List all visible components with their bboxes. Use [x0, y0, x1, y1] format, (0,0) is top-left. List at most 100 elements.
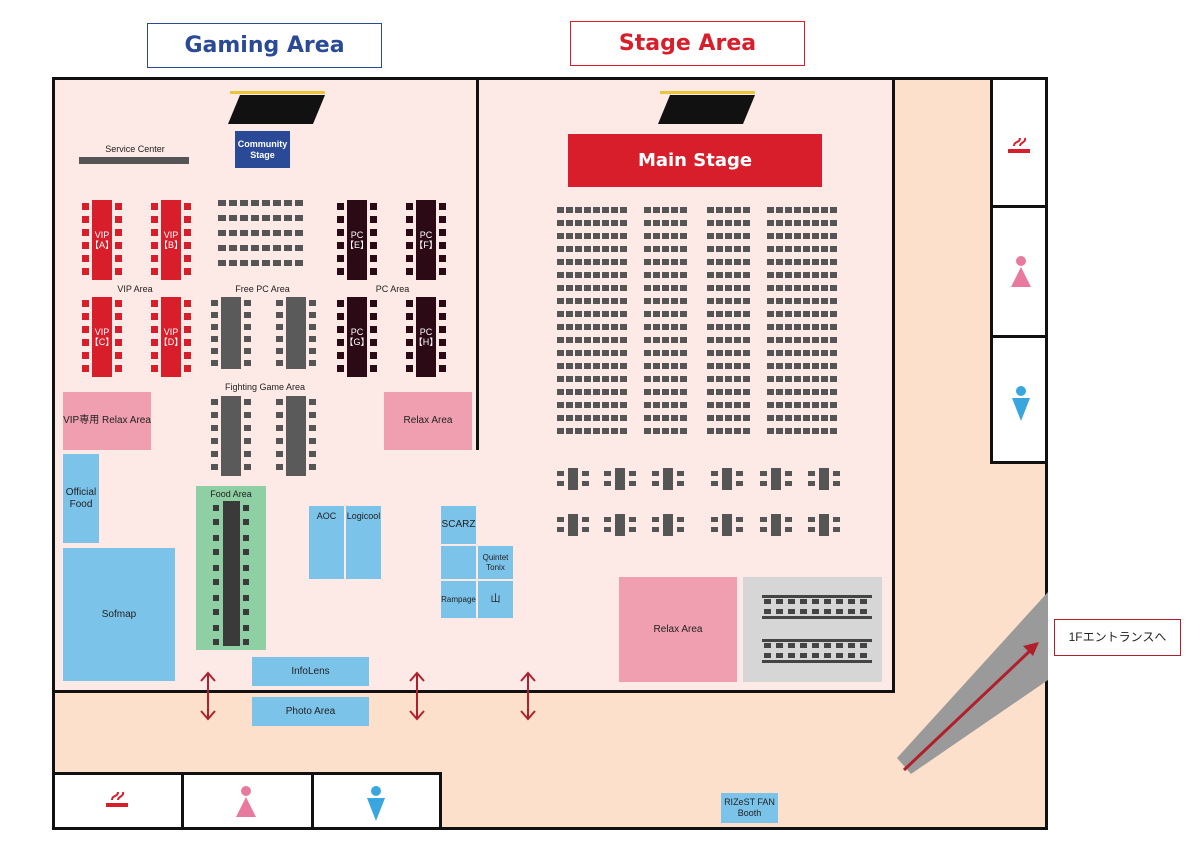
seating-block	[743, 577, 882, 682]
audience-seat	[662, 259, 669, 265]
audience-seat	[785, 233, 792, 239]
audience-seat	[644, 259, 651, 265]
seat	[800, 653, 807, 658]
seat	[406, 268, 413, 275]
audience-seat	[803, 246, 810, 252]
aoc-booth	[309, 506, 344, 579]
audience-seat	[830, 298, 837, 304]
seat	[764, 609, 771, 614]
audience-seat	[680, 220, 687, 226]
audience-seat	[662, 298, 669, 304]
women-restroom-icon	[1010, 255, 1032, 289]
audience-seat	[734, 402, 741, 408]
audience-seat	[602, 402, 609, 408]
audience-seat	[671, 233, 678, 239]
audience-seat	[653, 246, 660, 252]
audience-seat	[716, 324, 723, 330]
seat	[406, 365, 413, 372]
audience-seat	[743, 428, 750, 434]
seat	[151, 229, 158, 236]
audience-seat	[620, 246, 627, 252]
audience-seat	[794, 337, 801, 343]
seat	[276, 399, 283, 405]
audience-seat	[575, 207, 582, 213]
seat	[115, 255, 122, 262]
audience-seat	[620, 220, 627, 226]
audience-seat	[812, 285, 819, 291]
food-table	[223, 501, 240, 646]
seat	[337, 352, 344, 359]
seat	[211, 412, 218, 418]
audience-seat	[725, 259, 732, 265]
audience-seat	[803, 350, 810, 356]
audience-seat	[707, 428, 714, 434]
audience-seat	[794, 324, 801, 330]
audience-seat	[575, 272, 582, 278]
audience-seat	[821, 376, 828, 382]
seat	[184, 365, 191, 372]
seat	[439, 313, 446, 320]
audience-seat	[662, 428, 669, 434]
audience-seat	[593, 207, 600, 213]
seat	[370, 216, 377, 223]
food-area-label: Food Area	[210, 489, 252, 499]
audience-seat	[812, 428, 819, 434]
audience-seat	[734, 259, 741, 265]
audience-seat	[803, 363, 810, 369]
seat	[800, 609, 807, 614]
audience-seat	[611, 337, 618, 343]
audience-seat	[725, 415, 732, 421]
audience-seat	[794, 298, 801, 304]
audience-seat	[812, 246, 819, 252]
seat	[337, 365, 344, 372]
audience-seat	[584, 272, 591, 278]
audience-seat	[803, 285, 810, 291]
audience-seat	[767, 285, 774, 291]
audience-seat	[716, 402, 723, 408]
seat	[82, 365, 89, 372]
seat	[244, 360, 251, 366]
seat	[309, 348, 316, 354]
seat	[184, 242, 191, 249]
seat	[276, 324, 283, 330]
logicool-booth	[346, 506, 381, 579]
chair	[760, 517, 767, 522]
audience-seat	[662, 389, 669, 395]
audience-seat	[821, 298, 828, 304]
audience-seat	[611, 324, 618, 330]
audience-seat	[794, 259, 801, 265]
table	[722, 468, 732, 490]
chair	[785, 471, 792, 476]
seat	[309, 324, 316, 330]
seat	[211, 312, 218, 318]
audience-seat	[557, 298, 564, 304]
audience-seat	[776, 324, 783, 330]
audience-seat	[767, 324, 774, 330]
seat	[151, 352, 158, 359]
audience-seat	[794, 363, 801, 369]
seat	[184, 229, 191, 236]
audience-seat	[620, 428, 627, 434]
seat	[370, 300, 377, 307]
audience-seat	[575, 311, 582, 317]
audience-seat	[557, 350, 564, 356]
seat	[211, 324, 218, 330]
audience-seat	[584, 246, 591, 252]
audience-seat	[716, 259, 723, 265]
audience-seat	[776, 350, 783, 356]
audience-seat	[794, 428, 801, 434]
chair	[652, 527, 659, 532]
seat	[370, 229, 377, 236]
audience-seat	[767, 233, 774, 239]
seat	[151, 203, 158, 210]
chair	[736, 527, 743, 532]
audience-seat	[716, 376, 723, 382]
seat	[337, 326, 344, 333]
seat	[370, 352, 377, 359]
free-pc-rows	[218, 200, 310, 266]
audience-seat	[653, 402, 660, 408]
seat	[776, 609, 783, 614]
chair	[677, 481, 684, 486]
audience-seat	[734, 285, 741, 291]
chair	[557, 517, 564, 522]
